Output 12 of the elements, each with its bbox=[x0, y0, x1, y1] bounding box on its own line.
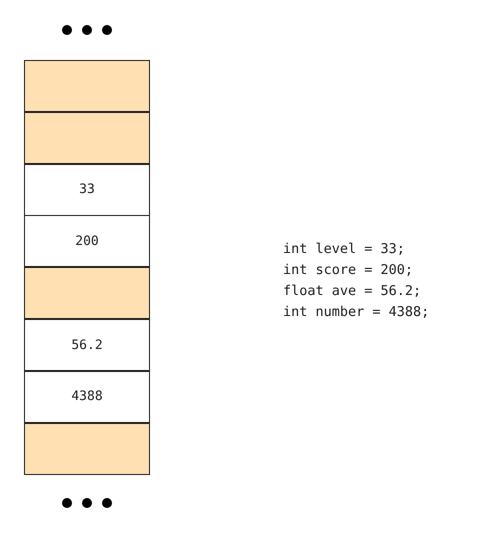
memory-cell: 4388 bbox=[24, 370, 150, 423]
code-line: int level = 33; bbox=[283, 241, 405, 257]
memory-cell bbox=[24, 60, 150, 112]
memory-cell: 56.2 bbox=[24, 319, 150, 371]
memory-cell bbox=[24, 267, 150, 320]
memory-cell: 200 bbox=[24, 215, 150, 268]
code-line: int score = 200; bbox=[283, 262, 414, 278]
memory-cell bbox=[24, 112, 150, 164]
memory-cell: 33 bbox=[24, 164, 150, 216]
code-line: int number = 4388; bbox=[283, 304, 430, 320]
memory-cell bbox=[24, 422, 150, 475]
code-line: float ave = 56.2; bbox=[283, 283, 422, 299]
